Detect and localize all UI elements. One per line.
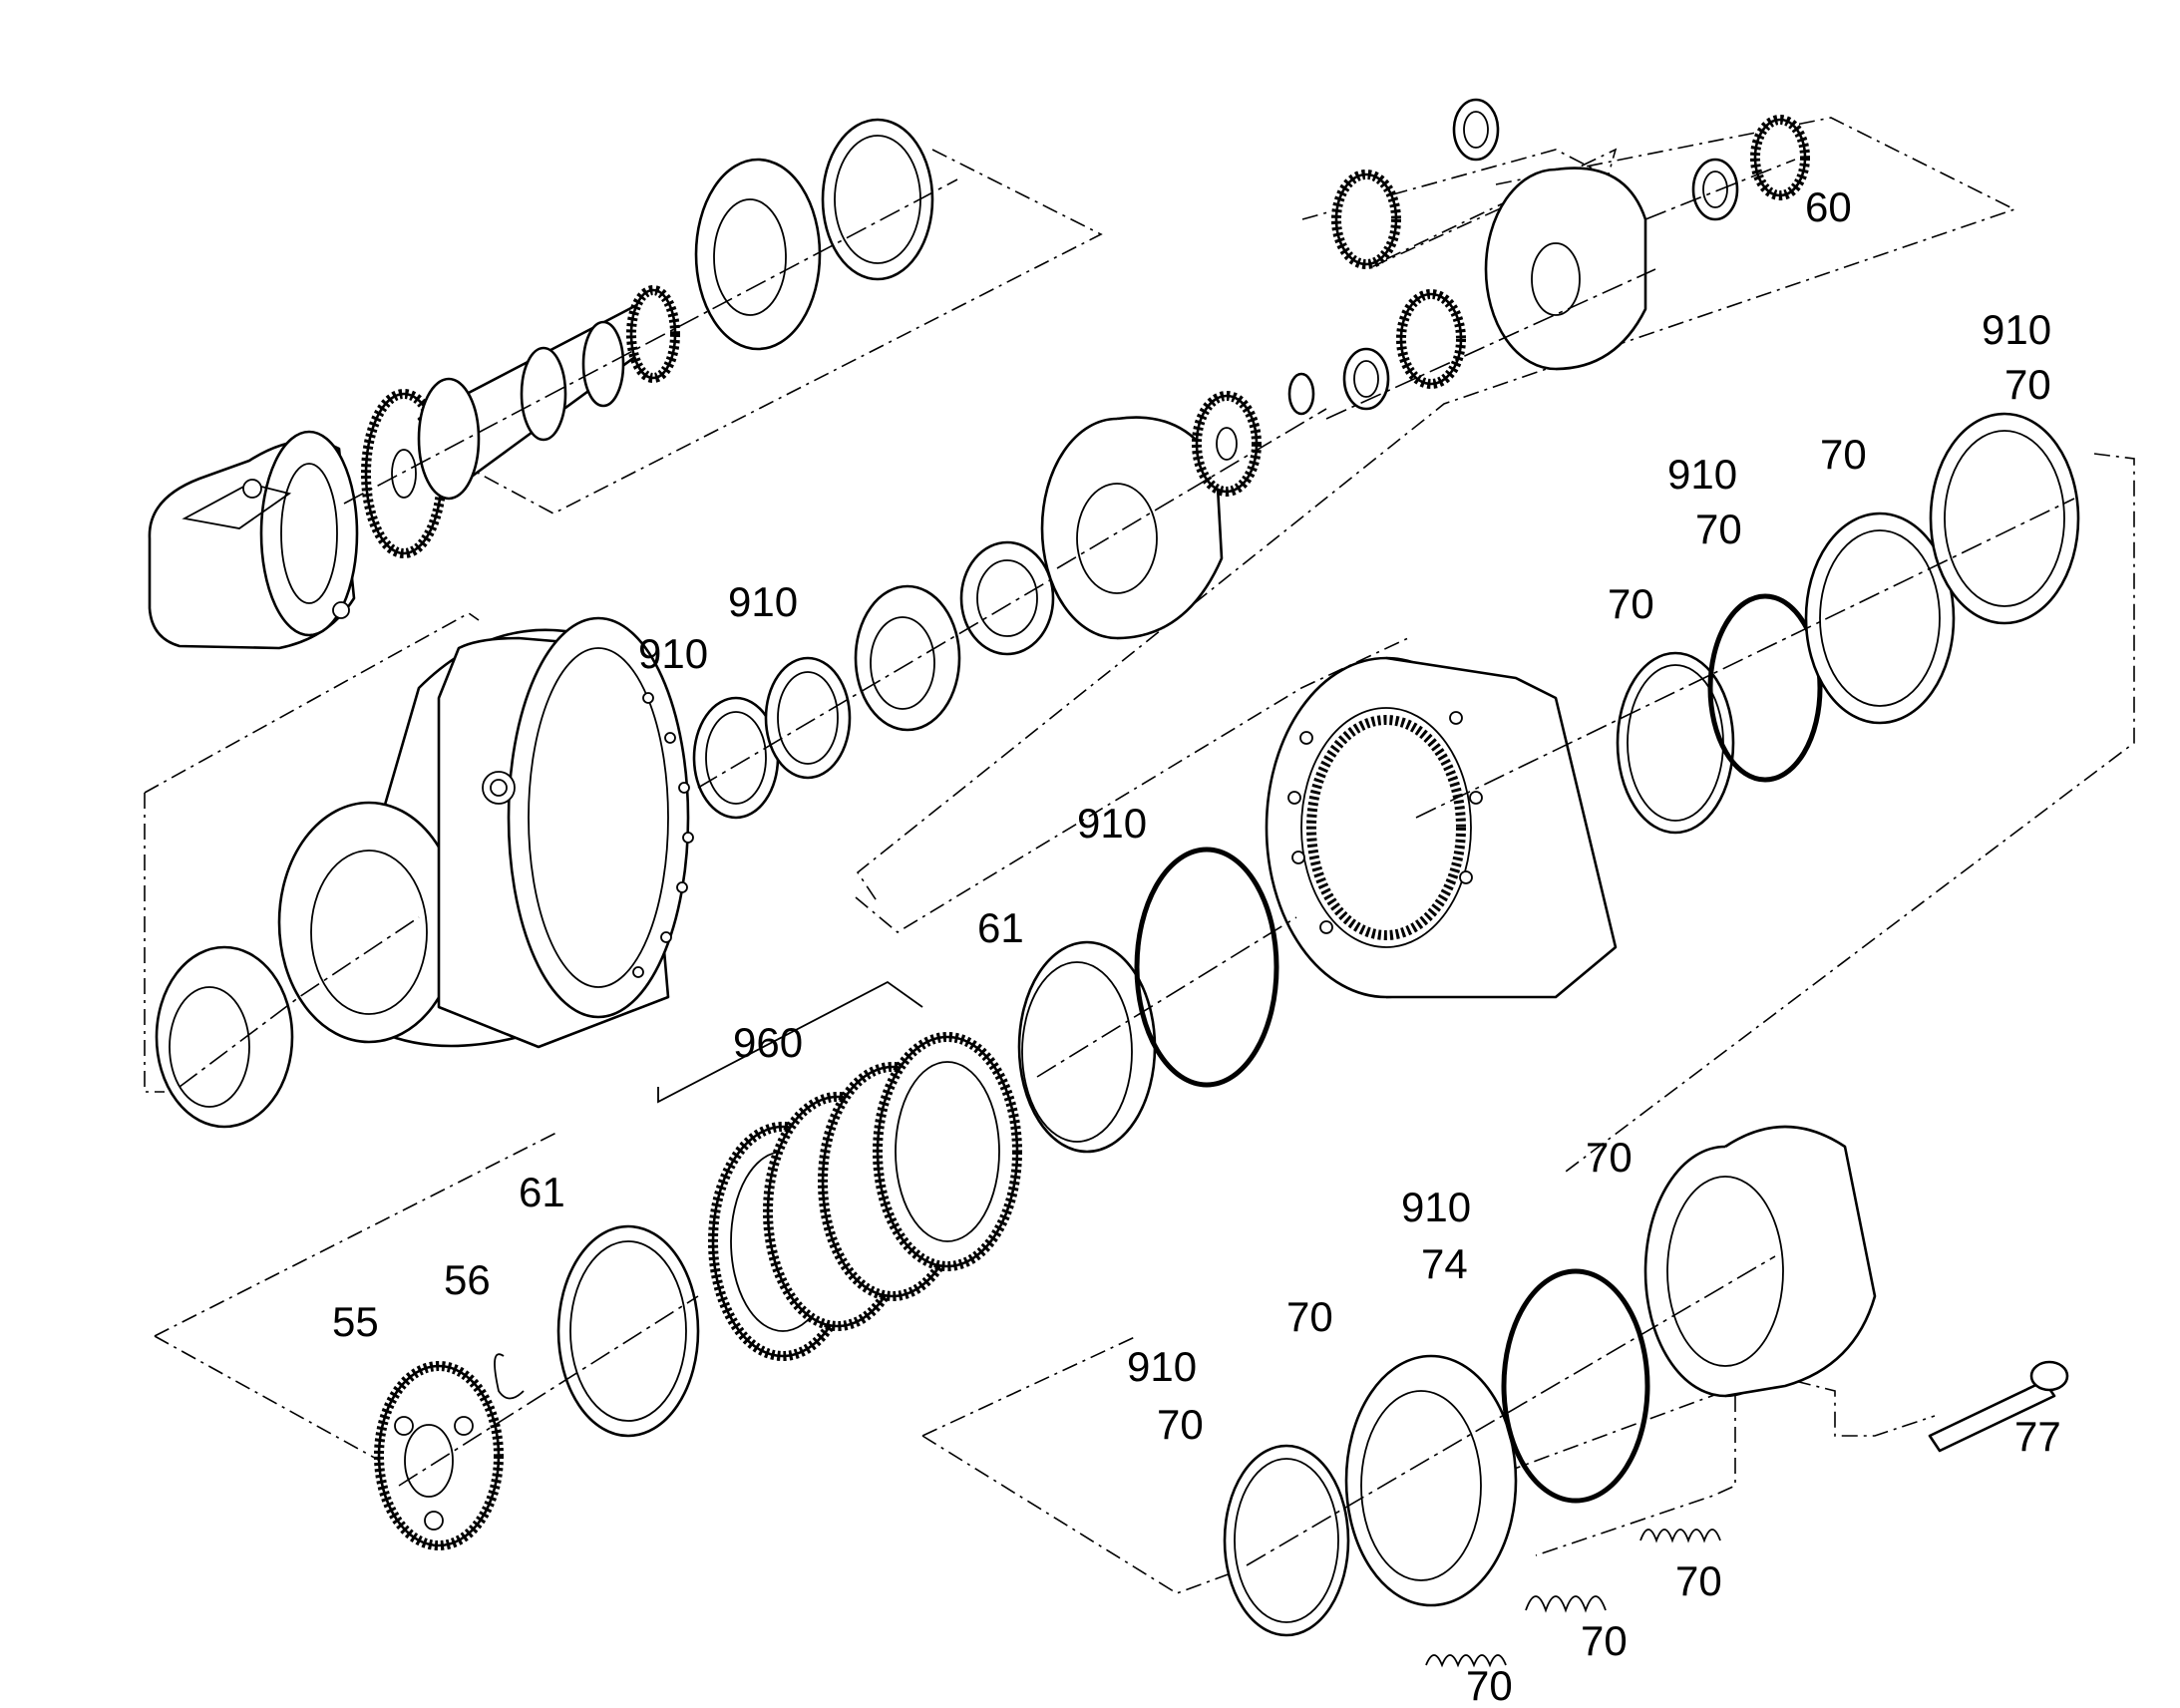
callout-70: 70 [1695, 506, 1742, 552]
center-seal-rings [692, 540, 1088, 820]
bottom-gear-group [374, 1224, 700, 1550]
output-shaft-group [148, 118, 958, 650]
clutch-disc-pack [657, 980, 1022, 1361]
callout-70: 70 [1581, 1617, 1628, 1664]
callout-70: 70 [1286, 1293, 1333, 1340]
callout-910: 910 [638, 630, 708, 677]
wheel-hub [1265, 412, 2080, 999]
callout-77: 77 [2014, 1413, 2061, 1460]
callout-910: 910 [1982, 306, 2051, 353]
callout-55: 55 [332, 1298, 379, 1345]
callout-61: 61 [519, 1169, 565, 1215]
callout-70: 70 [1675, 1557, 1722, 1604]
callout-70: 70 [1608, 580, 1654, 627]
callout-910: 910 [1127, 1343, 1197, 1390]
callout-61: 61 [977, 904, 1024, 951]
planet-carrier [1040, 98, 1810, 640]
callout-910: 910 [1667, 451, 1737, 498]
callout-910: 910 [728, 578, 798, 625]
callout-70: 70 [1157, 1401, 1204, 1448]
piston-and-spring-group [1223, 1125, 2069, 1668]
main-housing [155, 616, 694, 1129]
callout-910: 910 [1401, 1184, 1471, 1230]
callout-60: 60 [1805, 183, 1852, 230]
callout-70: 70 [1586, 1134, 1633, 1181]
callout-labels: 60 910 70 910 70 70 70 910 910 910 61 96… [332, 183, 2061, 1708]
callout-56: 56 [444, 1256, 491, 1303]
callout-70: 70 [2004, 361, 2051, 408]
callout-70: 70 [1466, 1662, 1513, 1708]
callout-960: 960 [733, 1019, 803, 1066]
callout-70: 70 [1820, 431, 1867, 478]
callout-74: 74 [1421, 1240, 1468, 1287]
ring-and-oring-group [1017, 847, 1297, 1154]
callout-910: 910 [1077, 800, 1147, 847]
